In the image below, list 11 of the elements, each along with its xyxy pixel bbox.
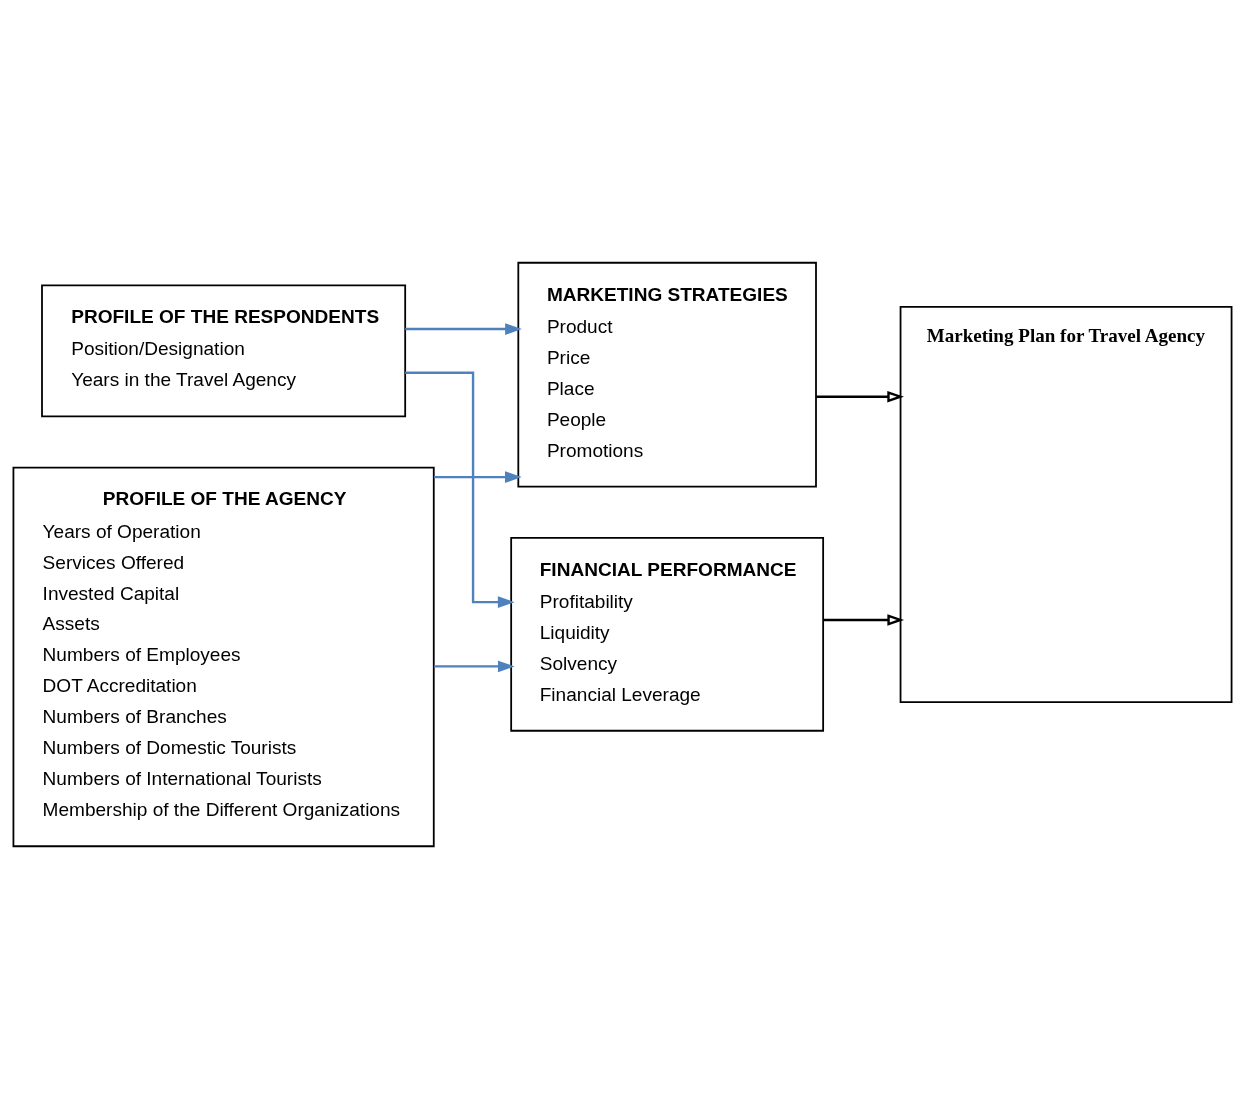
arrow: [405, 371, 515, 608]
node-box: FINANCIAL PERFORMANCE Profitability Liquidity Solvency Financial Leverage: [510, 536, 825, 732]
node-box: Marketing Plan for Travel Agency: [899, 305, 1233, 703]
node-box: MARKETING STRATEGIES Product Price Place People Promotions: [517, 261, 817, 488]
arrow: [823, 613, 905, 626]
node-box: PROFILE OF THE RESPONDENTS Position/Designation Years in the Travel Agency: [41, 284, 407, 417]
arrow: [434, 660, 515, 672]
node-box: PROFILE OF THE AGENCY Years of Operation Services Offered Invested Capital Assets Numbers of Employees DOT Accreditation Numbers of Branches Numbers of Domestic Tourists Numbers of International Tourists Membership of the Different Organizations: [12, 466, 435, 847]
arrow: [405, 322, 522, 335]
arrow: [816, 390, 904, 403]
arrow: [434, 470, 522, 483]
